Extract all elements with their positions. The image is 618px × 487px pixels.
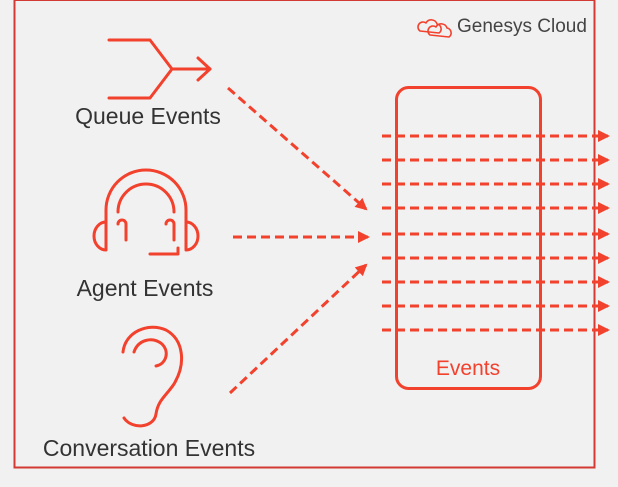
brand-name: Genesys Cloud — [457, 16, 587, 37]
brand-logo: Genesys Cloud — [417, 16, 587, 38]
ear-icon — [121, 325, 184, 428]
queue-to-events-arrow — [227, 86, 368, 211]
outbound-arrows — [382, 130, 610, 336]
branching-arrow-icon — [107, 38, 212, 100]
queue-events-label: Queue Events — [75, 103, 221, 129]
conversation-to-events-arrow — [228, 263, 368, 395]
cloud-icon — [417, 19, 452, 38]
headset-icon — [92, 168, 200, 256]
diagram-frame — [13, 0, 596, 469]
conversation-events-label: Conversation Events — [43, 435, 255, 461]
inbound-arrows — [227, 86, 370, 395]
events-box-label: Events — [436, 357, 500, 380]
events-box — [395, 86, 542, 390]
agent-events-label: Agent Events — [77, 275, 214, 301]
